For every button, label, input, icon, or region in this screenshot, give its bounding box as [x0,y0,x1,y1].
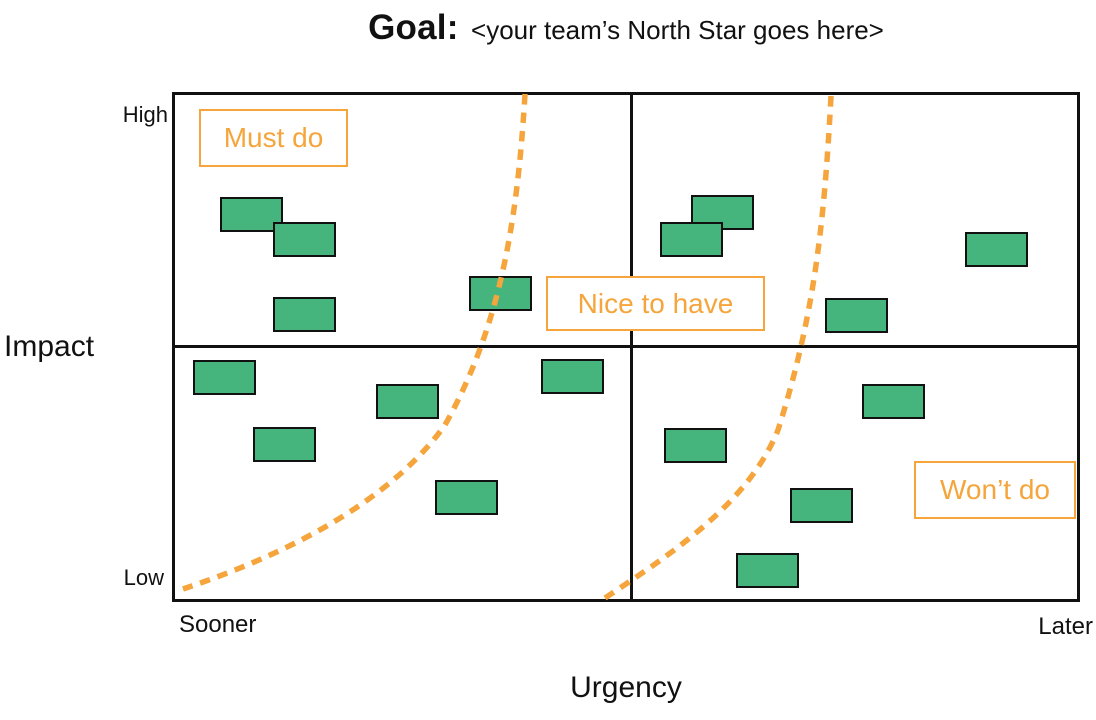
zone-label-nice-to-have: Nice to have [546,276,765,331]
goal-label: Goal: [368,8,459,47]
zone-label-must-do-text: Must do [223,122,324,153]
sticky-note[interactable] [790,488,853,523]
x-axis-tick-later: Later [1038,613,1093,640]
sticky-note[interactable] [664,428,727,463]
sticky-note[interactable] [273,222,336,257]
zone-label-wont-do: Won’t do [914,461,1076,519]
sticky-note[interactable] [825,298,888,333]
sticky-note[interactable] [273,297,336,332]
x-axis-tick-sooner: Sooner [179,611,257,638]
y-axis-tick-low: Low [123,565,164,590]
sticky-note[interactable] [541,359,604,394]
y-axis-label: Impact [4,330,95,363]
sticky-note[interactable] [469,276,532,311]
x-axis-label: Urgency [570,671,682,704]
zone-label-must-do: Must do [199,109,348,167]
sticky-note[interactable] [862,384,925,419]
sticky-note[interactable] [736,553,799,588]
zone-label-wont-do-text: Won’t do [940,474,1050,505]
sticky-note[interactable] [253,427,316,462]
sticky-note[interactable] [660,222,723,257]
zone-label-nice-to-have-text: Nice to have [577,287,734,319]
goal-placeholder-text: <your team’s North Star goes here> [471,15,884,45]
sticky-note[interactable] [435,480,498,515]
sticky-note[interactable] [965,232,1028,267]
sticky-note[interactable] [193,360,256,395]
y-axis-tick-high: High [122,102,168,127]
page-title: Goal: <your team’s North Star goes here> [172,8,1080,48]
sticky-note[interactable] [376,384,439,419]
